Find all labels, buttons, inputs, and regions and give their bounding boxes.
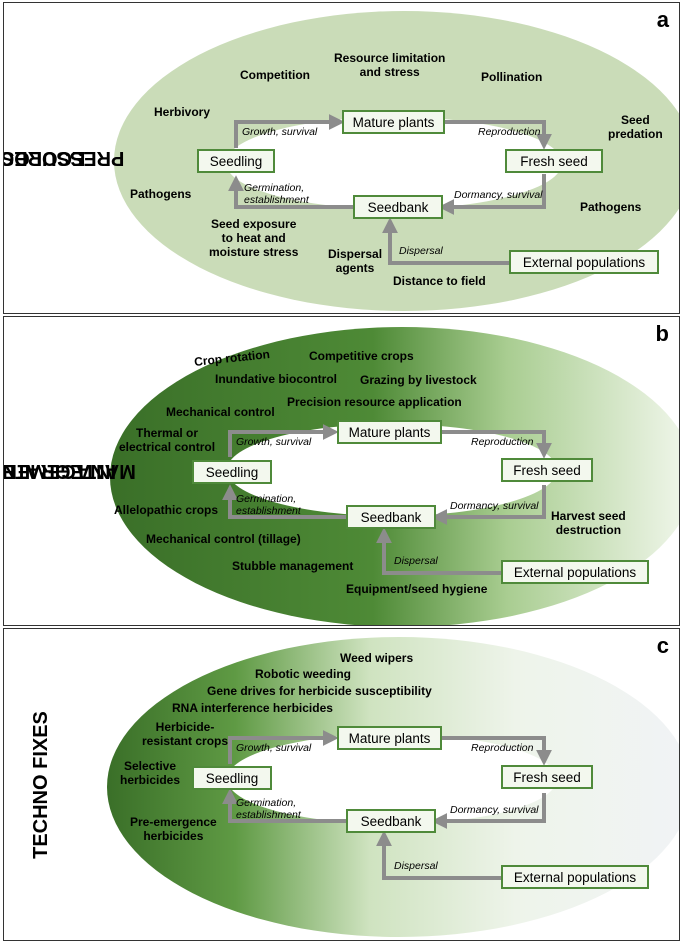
edge-germination: Germination,establishment xyxy=(236,493,301,517)
pressure-herbivory: Herbivory xyxy=(154,105,211,119)
node-mature-plants: Mature plants xyxy=(342,110,445,134)
arrow-reproduction xyxy=(442,736,552,766)
pressure-distance-to-field: Distance to field xyxy=(393,274,486,288)
panel-a-graphics xyxy=(114,11,679,311)
panel-b-graphics xyxy=(110,327,679,625)
arrow-reproduction xyxy=(445,120,552,150)
panel-b-title: INTEGRATED WEEDMANAGEMENT xyxy=(3,460,136,482)
node-fresh-seed: Fresh seed xyxy=(501,765,593,789)
arrow-growth xyxy=(228,730,339,764)
node-seedbank: Seedbank xyxy=(353,195,443,219)
tactic-mechanical-tillage: Mechanical control (tillage) xyxy=(146,532,301,546)
tactic-weed-wipers: Weed wipers xyxy=(340,651,414,665)
panel-c-techno-fixes: TECHNO FIXES c Mature plants Fresh seed … xyxy=(3,628,680,941)
arrow-germination xyxy=(222,484,346,519)
panel-c-letter: c xyxy=(656,633,669,658)
arrow-dispersal xyxy=(382,217,509,265)
arrow-dormancy xyxy=(431,485,546,525)
tactic-rna-interference: RNA interference herbicides xyxy=(172,701,333,715)
node-seedbank: Seedbank xyxy=(346,505,436,529)
edge-growth-survival: Growth, survival xyxy=(242,126,318,138)
node-external-populations: External populations xyxy=(501,560,649,584)
arrow-dormancy xyxy=(438,174,546,215)
tactic-robotic-weeding: Robotic weeding xyxy=(255,667,351,681)
node-fresh-seed: Fresh seed xyxy=(505,149,603,173)
arrow-dormancy xyxy=(431,793,546,829)
tactic-grazing-by-livestock: Grazing by livestock xyxy=(360,373,477,387)
panel-a-ecological-pressures: ECOLOGICALPRESSURES a Mature plants Fres… xyxy=(3,2,680,314)
node-seedling: Seedling xyxy=(192,460,272,484)
tactic-mechanical-control: Mechanical control xyxy=(166,405,275,419)
node-external-populations: External populations xyxy=(509,250,659,274)
tactic-equipment-seed-hygiene: Equipment/seed hygiene xyxy=(346,582,488,596)
arrow-germination xyxy=(228,175,353,209)
panel-c-graphics xyxy=(107,637,679,937)
edge-reproduction: Reproduction xyxy=(478,126,541,138)
arrow-dispersal xyxy=(376,527,501,575)
node-mature-plants: Mature plants xyxy=(337,420,442,444)
arrow-growth xyxy=(228,424,339,457)
node-external-populations: External populations xyxy=(501,865,649,889)
arrow-reproduction xyxy=(442,430,552,459)
tactic-herbicide-resistant-crops: Herbicide-resistant crops xyxy=(142,720,229,748)
panel-b-integrated-weed-management: INTEGRATED WEEDMANAGEMENT b Mature plant… xyxy=(3,316,680,626)
node-seedbank: Seedbank xyxy=(346,809,436,833)
arrow-growth xyxy=(234,114,345,148)
pressure-competition: Competition xyxy=(240,68,310,82)
cycle-hole xyxy=(226,117,562,209)
panel-c-title: TECHNO FIXES xyxy=(30,710,53,859)
pressure-pollination: Pollination xyxy=(481,70,543,84)
edge-reproduction: Reproduction xyxy=(471,436,534,448)
node-seedling: Seedling xyxy=(192,766,272,790)
pressure-pathogens-left: Pathogens xyxy=(130,187,192,201)
edge-dormancy-survival: Dormancy, survival xyxy=(450,804,539,816)
tactic-competitive-crops: Competitive crops xyxy=(309,349,414,363)
edge-growth-survival: Growth, survival xyxy=(236,742,312,754)
edge-dispersal: Dispersal xyxy=(399,245,443,257)
edge-growth-survival: Growth, survival xyxy=(236,436,312,448)
edge-dispersal: Dispersal xyxy=(394,555,438,567)
cycle-hole xyxy=(227,734,557,824)
cycle-hole xyxy=(227,424,557,516)
edge-dormancy-survival: Dormancy, survival xyxy=(450,500,539,512)
tactic-stubble-management: Stubble management xyxy=(232,559,354,573)
arrow-dispersal xyxy=(376,830,501,880)
edge-dormancy-survival: Dormancy, survival xyxy=(454,189,543,201)
tactic-gene-drives: Gene drives for herbicide susceptibility xyxy=(207,684,432,698)
panel-b-letter: b xyxy=(655,321,669,346)
edge-germination: Germination,establishment xyxy=(244,182,309,206)
tactic-inundative-biocontrol: Inundative biocontrol xyxy=(215,372,337,386)
edge-dispersal: Dispersal xyxy=(394,860,438,872)
pressure-pathogens-right: Pathogens xyxy=(580,200,642,214)
panel-a-title: ECOLOGICALPRESSURES xyxy=(3,147,125,169)
arrow-germination xyxy=(222,788,346,823)
node-seedling: Seedling xyxy=(197,149,275,173)
tactic-precision-resource-application: Precision resource application xyxy=(287,395,462,409)
tactic-allelopathic-crops: Allelopathic crops xyxy=(114,503,219,517)
edge-reproduction: Reproduction xyxy=(471,742,534,754)
node-mature-plants: Mature plants xyxy=(337,726,442,750)
panel-a-letter: a xyxy=(656,7,669,32)
edge-germination: Germination,establishment xyxy=(236,797,301,821)
node-fresh-seed: Fresh seed xyxy=(501,458,593,482)
